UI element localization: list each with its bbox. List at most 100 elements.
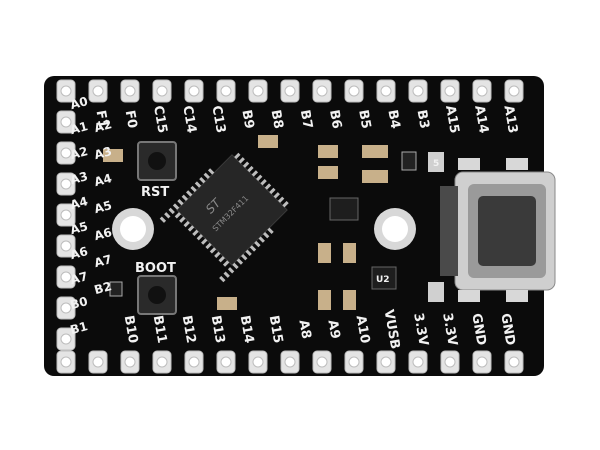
top-pin-pad <box>120 79 140 103</box>
usb-c-connector[interactable] <box>440 158 556 302</box>
bottom-pin-pad <box>216 350 236 374</box>
mounting-hole-left <box>112 208 154 250</box>
left-inner-label: A7 <box>93 252 114 270</box>
top-pin-label: B6 <box>326 109 344 130</box>
bottom-pin-pad <box>472 350 492 374</box>
rst-button[interactable] <box>137 141 177 181</box>
top-pin-label: B7 <box>297 109 315 130</box>
top-pin-label: B3 <box>414 109 432 130</box>
bottom-pin-label: 3.3V <box>439 312 460 347</box>
top-pin-pad <box>216 79 236 103</box>
left-inner-label: B2 <box>93 279 114 297</box>
top-pin-label: B8 <box>268 109 286 130</box>
left-pin-pad <box>56 141 76 165</box>
bottom-pin-pad <box>344 350 364 374</box>
left-pin-label: B0 <box>69 294 90 312</box>
bottom-pin-pad <box>504 350 524 374</box>
top-pin-label: C13 <box>208 104 228 134</box>
rst-label: RST <box>141 185 169 200</box>
bottom-pin-pad <box>120 350 140 374</box>
bottom-pin-label: 3.3V <box>410 312 431 347</box>
top-pin-pad <box>312 79 332 103</box>
resistor-label: 5 <box>433 159 439 169</box>
top-pin-pad <box>184 79 204 103</box>
ic-label: U2 <box>376 275 390 285</box>
top-pin-label: B4 <box>384 109 402 130</box>
left-inner-label: A4 <box>93 171 114 189</box>
left-pin-column <box>56 110 76 351</box>
bottom-pin-pad <box>408 350 428 374</box>
bottom-pin-label: A10 <box>353 314 373 344</box>
left-pin-label: A4 <box>69 194 90 212</box>
bottom-pin-pad <box>248 350 268 374</box>
top-pin-label: C14 <box>179 104 199 134</box>
top-pin-pad <box>504 79 524 103</box>
top-pin-labels: F1 F0 C15 C14 C13 B9 B8 B7 B6 B5 B4 B3 A15 A14 A13 <box>93 104 521 134</box>
left-pin-label: A2 <box>69 144 90 162</box>
bottom-pin-label: A9 <box>324 319 342 340</box>
left-pin-pad <box>56 203 76 227</box>
left-pin-label: A0 <box>69 94 90 112</box>
left-pin-pad <box>56 110 76 134</box>
mcu-chip: ST STM32F411 <box>159 152 289 283</box>
top-pin-label: C15 <box>150 104 170 134</box>
left-inner-label: A6 <box>93 225 114 243</box>
left-pin-label: A3 <box>69 169 90 187</box>
bottom-pin-pad <box>152 350 172 374</box>
left-pin-pad <box>56 327 76 351</box>
left-pin-label: A7 <box>69 269 90 287</box>
top-pin-pad <box>408 79 428 103</box>
top-pin-label: B5 <box>355 109 373 130</box>
left-pin-pad <box>56 234 76 258</box>
left-pin-pad <box>56 296 76 320</box>
top-pin-pad <box>248 79 268 103</box>
top-pin-row <box>56 79 524 103</box>
left-pin-label: B1 <box>69 319 90 337</box>
top-pin-pad <box>280 79 300 103</box>
bottom-pin-pad <box>88 350 108 374</box>
top-pin-pad <box>152 79 172 103</box>
top-pin-label: A14 <box>471 104 491 134</box>
top-pin-pad <box>344 79 364 103</box>
left-pin-pad <box>56 265 76 289</box>
bottom-pin-label: A8 <box>295 319 313 340</box>
top-pin-pad <box>376 79 396 103</box>
left-inner-label: A5 <box>93 198 114 216</box>
top-pin-label: B9 <box>238 109 256 130</box>
bottom-pin-label: B14 <box>237 314 257 344</box>
bottom-pin-label: B10 <box>121 314 141 344</box>
boot-button[interactable] <box>137 275 177 315</box>
bottom-pin-row <box>56 350 524 374</box>
bottom-pin-pad <box>56 350 76 374</box>
top-pin-pad <box>472 79 492 103</box>
bottom-pin-label: B12 <box>179 314 199 344</box>
bottom-pin-pad <box>184 350 204 374</box>
top-pin-label: A15 <box>442 104 462 134</box>
top-pin-label: F1 <box>93 109 111 129</box>
top-pin-pad <box>440 79 460 103</box>
bottom-pin-label: B13 <box>208 314 228 344</box>
bottom-pin-label: GND <box>497 312 517 347</box>
left-pin-pad <box>56 172 76 196</box>
bottom-pin-label: VUSB <box>381 308 403 350</box>
left-pin-label: A5 <box>69 219 90 237</box>
boot-label: BOOT <box>135 261 176 276</box>
left-pin-label: A1 <box>69 119 90 137</box>
top-pin-label: F0 <box>122 109 140 129</box>
left-pin-label: A6 <box>69 244 90 262</box>
bottom-pin-pad <box>376 350 396 374</box>
bottom-pin-label: B11 <box>150 314 170 344</box>
left-inner-label: A2 <box>93 117 114 135</box>
left-inner-label: A3 <box>93 144 114 162</box>
smd-components <box>103 135 444 310</box>
bottom-pin-pad <box>280 350 300 374</box>
top-pin-pad <box>56 79 76 103</box>
top-pin-label: A13 <box>500 104 520 134</box>
mounting-hole-right <box>374 208 416 250</box>
bottom-pin-label: GND <box>468 312 488 347</box>
bottom-pin-pad <box>312 350 332 374</box>
